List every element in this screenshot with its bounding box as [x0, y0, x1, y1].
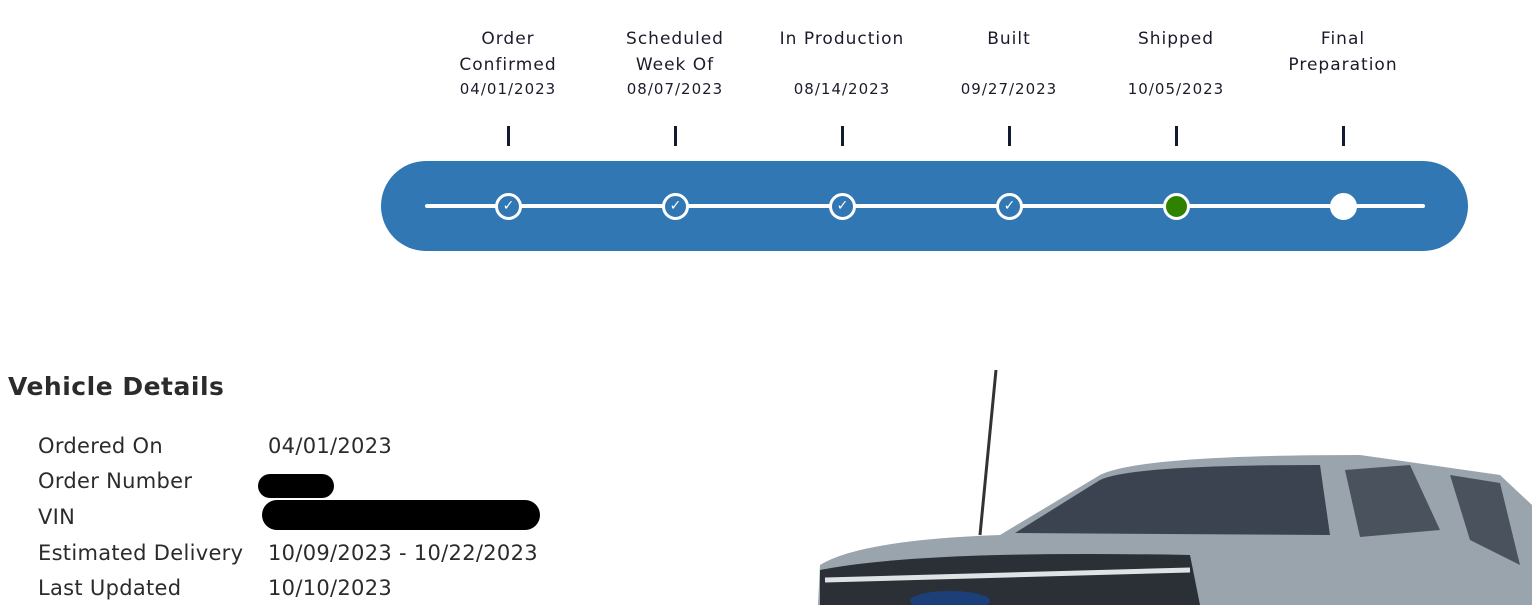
step-4: Shipped 10/05/2023 [1091, 26, 1261, 98]
vehicle-image [818, 369, 1532, 605]
step-0: Order Confirmed 04/01/2023 [423, 26, 593, 98]
detail-row: Order Number [38, 469, 268, 493]
check-icon: ✓ [495, 193, 522, 220]
detail-row: Last Updated 10/10/2023 [38, 576, 392, 600]
progress-line [425, 204, 1425, 208]
step-label: In Production [779, 29, 905, 49]
redacted-vin [262, 500, 540, 530]
step-label: Final Preparation [1288, 29, 1398, 75]
detail-row: Estimated Delivery 10/09/2023 - 10/22/202… [38, 541, 538, 565]
step-label: Order Confirmed [459, 29, 557, 75]
detail-label: Ordered On [38, 434, 163, 458]
redacted-order-number [258, 474, 334, 498]
detail-label: Estimated Delivery [38, 541, 244, 565]
detail-row: VIN [38, 505, 268, 529]
step-label: Shipped [1137, 29, 1215, 49]
step-date: 10/05/2023 [1127, 80, 1225, 98]
step-date: 04/01/2023 [459, 80, 557, 98]
status-node [1163, 193, 1190, 220]
step-date: 08/07/2023 [626, 80, 724, 98]
step-tick [674, 126, 677, 146]
step-tick [1175, 126, 1178, 146]
step-tick [1342, 126, 1345, 146]
detail-value: 10/10/2023 [268, 576, 393, 600]
detail-label: Order Number [38, 469, 193, 493]
vehicle-details-title: Vehicle Details [8, 372, 225, 401]
detail-value: 04/01/2023 [268, 434, 393, 458]
step-tick [1008, 126, 1011, 146]
step-date: 09/27/2023 [960, 80, 1058, 98]
step-label: Scheduled Week Of [626, 29, 724, 75]
step-label: Built [987, 29, 1031, 49]
check-icon: ✓ [829, 193, 856, 220]
detail-label: VIN [38, 505, 76, 529]
detail-value: 10/09/2023 - 10/22/2023 [268, 541, 538, 565]
step-date: 08/14/2023 [793, 80, 891, 98]
step-2: In Production 08/14/2023 [757, 26, 927, 98]
check-icon: ✓ [662, 193, 689, 220]
detail-label: Last Updated [38, 576, 182, 600]
step-3: Built 09/27/2023 [924, 26, 1094, 98]
step-5: Final Preparation [1258, 26, 1428, 78]
detail-row: Ordered On 04/01/2023 [38, 434, 392, 458]
check-icon: ✓ [996, 193, 1023, 220]
step-tick [507, 126, 510, 146]
step-tick [841, 126, 844, 146]
step-1: Scheduled Week Of 08/07/2023 [590, 26, 760, 98]
status-node [1330, 193, 1357, 220]
